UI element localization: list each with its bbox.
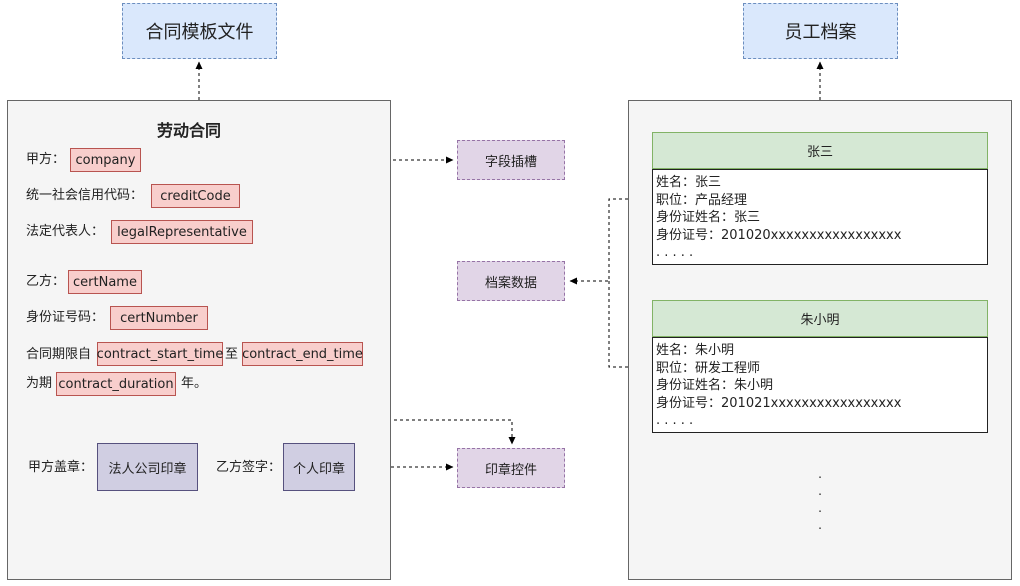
ellipsis-dot: . [818, 501, 822, 515]
archive-card-body: 姓名：张三 职位：产品经理 身份证姓名：张三 身份证号：201020xxxxxx… [652, 169, 988, 265]
card-line-id-number: 身份证号：201021xxxxxxxxxxxxxxxxx [656, 395, 902, 411]
period-label: 合同期限自 [26, 347, 92, 362]
card-line-position: 职位：产品经理 [656, 192, 748, 208]
party-b-sign-label: 乙方签字： [216, 460, 282, 475]
to-label: 至 [225, 347, 239, 362]
personal-seal[interactable]: 个人印章 [283, 443, 355, 491]
archive-card-header[interactable]: 朱小明 [652, 300, 988, 337]
card-line-more: . . . . . [656, 413, 694, 428]
template-file-header: 合同模板文件 [122, 3, 277, 59]
card-line-id-name: 身份证姓名：朱小明 [656, 378, 774, 393]
company-field[interactable]: company [70, 148, 141, 172]
contract-panel [7, 100, 391, 580]
contract-start-field[interactable]: contract_start_time [97, 342, 223, 366]
id-number-label: 身份证号码： [26, 310, 105, 325]
contract-duration-field[interactable]: contract_duration [56, 372, 176, 396]
archive-card-body: 姓名：朱小明 职位：研发工程师 身份证姓名：朱小明 身份证号：201021xxx… [652, 337, 988, 433]
for-label: 为期 [26, 376, 53, 391]
party-a-seal-label: 甲方盖章： [28, 460, 94, 475]
ellipsis-dot: . [818, 467, 822, 481]
more-records-ellipsis: . . . . [816, 466, 824, 534]
cert-number-field[interactable]: certNumber [110, 306, 208, 330]
employee-archive-header: 员工档案 [743, 3, 898, 59]
card-line-id-name: 身份证姓名：张三 [656, 210, 761, 225]
credit-code-field[interactable]: creditCode [151, 184, 240, 208]
year-label: 年。 [181, 376, 208, 391]
archive-data-box: 档案数据 [457, 261, 565, 301]
legal-rep-label: 法定代表人： [26, 224, 105, 239]
seal-control-box: 印章控件 [457, 448, 565, 488]
ellipsis-dot: . [818, 518, 822, 532]
card-line-id-number: 身份证号：201020xxxxxxxxxxxxxxxxx [656, 227, 902, 243]
credit-code-label: 统一社会信用代码： [26, 188, 144, 203]
card-line-name: 姓名：朱小明 [656, 343, 735, 358]
cert-name-field[interactable]: certName [68, 270, 142, 294]
card-line-position: 职位：研发工程师 [656, 360, 761, 376]
contract-title: 劳动合同 [157, 121, 222, 140]
card-line-more: . . . . . [656, 245, 694, 260]
company-seal[interactable]: 法人公司印章 [97, 443, 198, 491]
party-b-label: 乙方： [26, 274, 66, 289]
contract-end-field[interactable]: contract_end_time [242, 342, 363, 366]
field-slot-box: 字段插槽 [457, 140, 565, 180]
legal-rep-field[interactable]: legalRepresentative [111, 220, 253, 244]
party-a-label: 甲方： [26, 152, 66, 167]
card-line-name: 姓名：张三 [656, 175, 722, 190]
ellipsis-dot: . [818, 484, 822, 498]
archive-card-header[interactable]: 张三 [652, 132, 988, 169]
